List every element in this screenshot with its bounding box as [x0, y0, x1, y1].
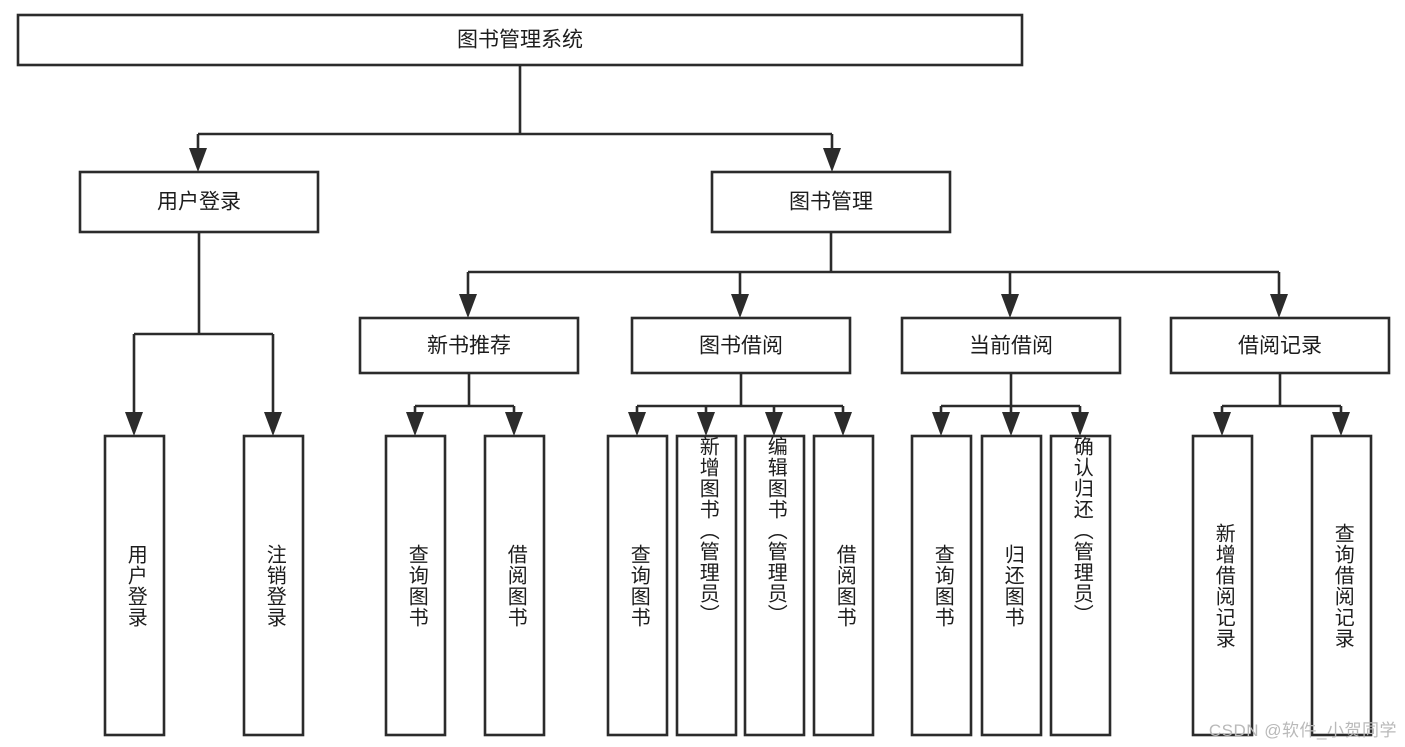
connector-book-borrow-to-leaves	[628, 373, 852, 436]
node-borrow-record[interactable]: 借阅记录	[1169, 316, 1391, 375]
arrow-head-icon	[406, 412, 424, 436]
leaf-box-borrow-record-1[interactable]	[1310, 434, 1373, 737]
node-root-label: 图书管理系统	[457, 29, 583, 52]
arrow-head-icon	[1332, 412, 1350, 436]
node-book-management[interactable]: 图书管理	[710, 170, 952, 234]
arrow-head-icon	[834, 412, 852, 436]
node-book-borrow-label: 图书借阅	[699, 335, 783, 358]
leaf-box-book-borrow-1[interactable]	[675, 434, 738, 737]
arrow-head-icon	[697, 412, 715, 436]
connector-current-borrow-to-leaves	[932, 373, 1089, 436]
node-current-borrow-label: 当前借阅	[969, 335, 1053, 358]
connector-book-management-to-level3	[459, 232, 1288, 318]
connector-new-book-recommend-to-leaves	[406, 373, 523, 436]
arrow-head-icon	[1213, 412, 1231, 436]
arrow-head-icon	[765, 412, 783, 436]
node-user-login-label: 用户登录	[157, 191, 241, 214]
arrow-head-icon	[1270, 294, 1288, 318]
arrow-head-icon	[125, 412, 143, 436]
arrow-head-icon	[505, 412, 523, 436]
leaf-box-user-login-0[interactable]	[103, 434, 166, 737]
arrow-head-icon	[932, 412, 950, 436]
leaf-box-new-book-0[interactable]	[384, 434, 447, 737]
arrow-head-icon	[823, 148, 841, 172]
node-book-borrow[interactable]: 图书借阅	[630, 316, 852, 375]
leaf-box-user-login-1[interactable]	[242, 434, 305, 737]
arrow-head-icon	[459, 294, 477, 318]
node-user-login[interactable]: 用户登录	[78, 170, 320, 234]
arrow-head-icon	[628, 412, 646, 436]
arrow-head-icon	[1001, 294, 1019, 318]
node-book-management-label: 图书管理	[789, 191, 873, 214]
leaf-box-current-borrow-2[interactable]	[1049, 434, 1112, 737]
connector-root-to-level2	[189, 65, 841, 172]
node-new-book-recommend-box[interactable]	[358, 316, 580, 375]
arrow-head-icon	[189, 148, 207, 172]
connector-borrow-record-to-leaves	[1213, 373, 1350, 436]
arrow-head-icon	[1002, 412, 1020, 436]
arrow-head-icon	[1071, 412, 1089, 436]
node-current-borrow-box[interactable]	[900, 316, 1122, 375]
node-borrow-record-label: 借阅记录	[1238, 335, 1322, 358]
node-current-borrow[interactable]: 当前借阅	[900, 316, 1122, 375]
leaf-box-book-borrow-3[interactable]	[812, 434, 875, 737]
node-root-box[interactable]	[16, 13, 1024, 67]
leaf-box-borrow-record-0[interactable]	[1191, 434, 1254, 737]
node-new-book-recommend[interactable]: 新书推荐	[358, 316, 580, 375]
node-root[interactable]: 图书管理系统	[16, 13, 1024, 67]
node-user-login-box[interactable]	[78, 170, 320, 234]
leaf-box-book-borrow-2[interactable]	[743, 434, 806, 737]
node-new-book-recommend-label: 新书推荐	[427, 335, 511, 358]
leaf-box-current-borrow-1[interactable]	[980, 434, 1043, 737]
leaf-box-current-borrow-0[interactable]	[910, 434, 973, 737]
leaf-box-new-book-1[interactable]	[483, 434, 546, 737]
arrow-head-icon	[731, 294, 749, 318]
connector-user-login-to-leaves	[125, 232, 282, 436]
arrow-head-icon	[264, 412, 282, 436]
leaf-box-book-borrow-0[interactable]	[606, 434, 669, 737]
